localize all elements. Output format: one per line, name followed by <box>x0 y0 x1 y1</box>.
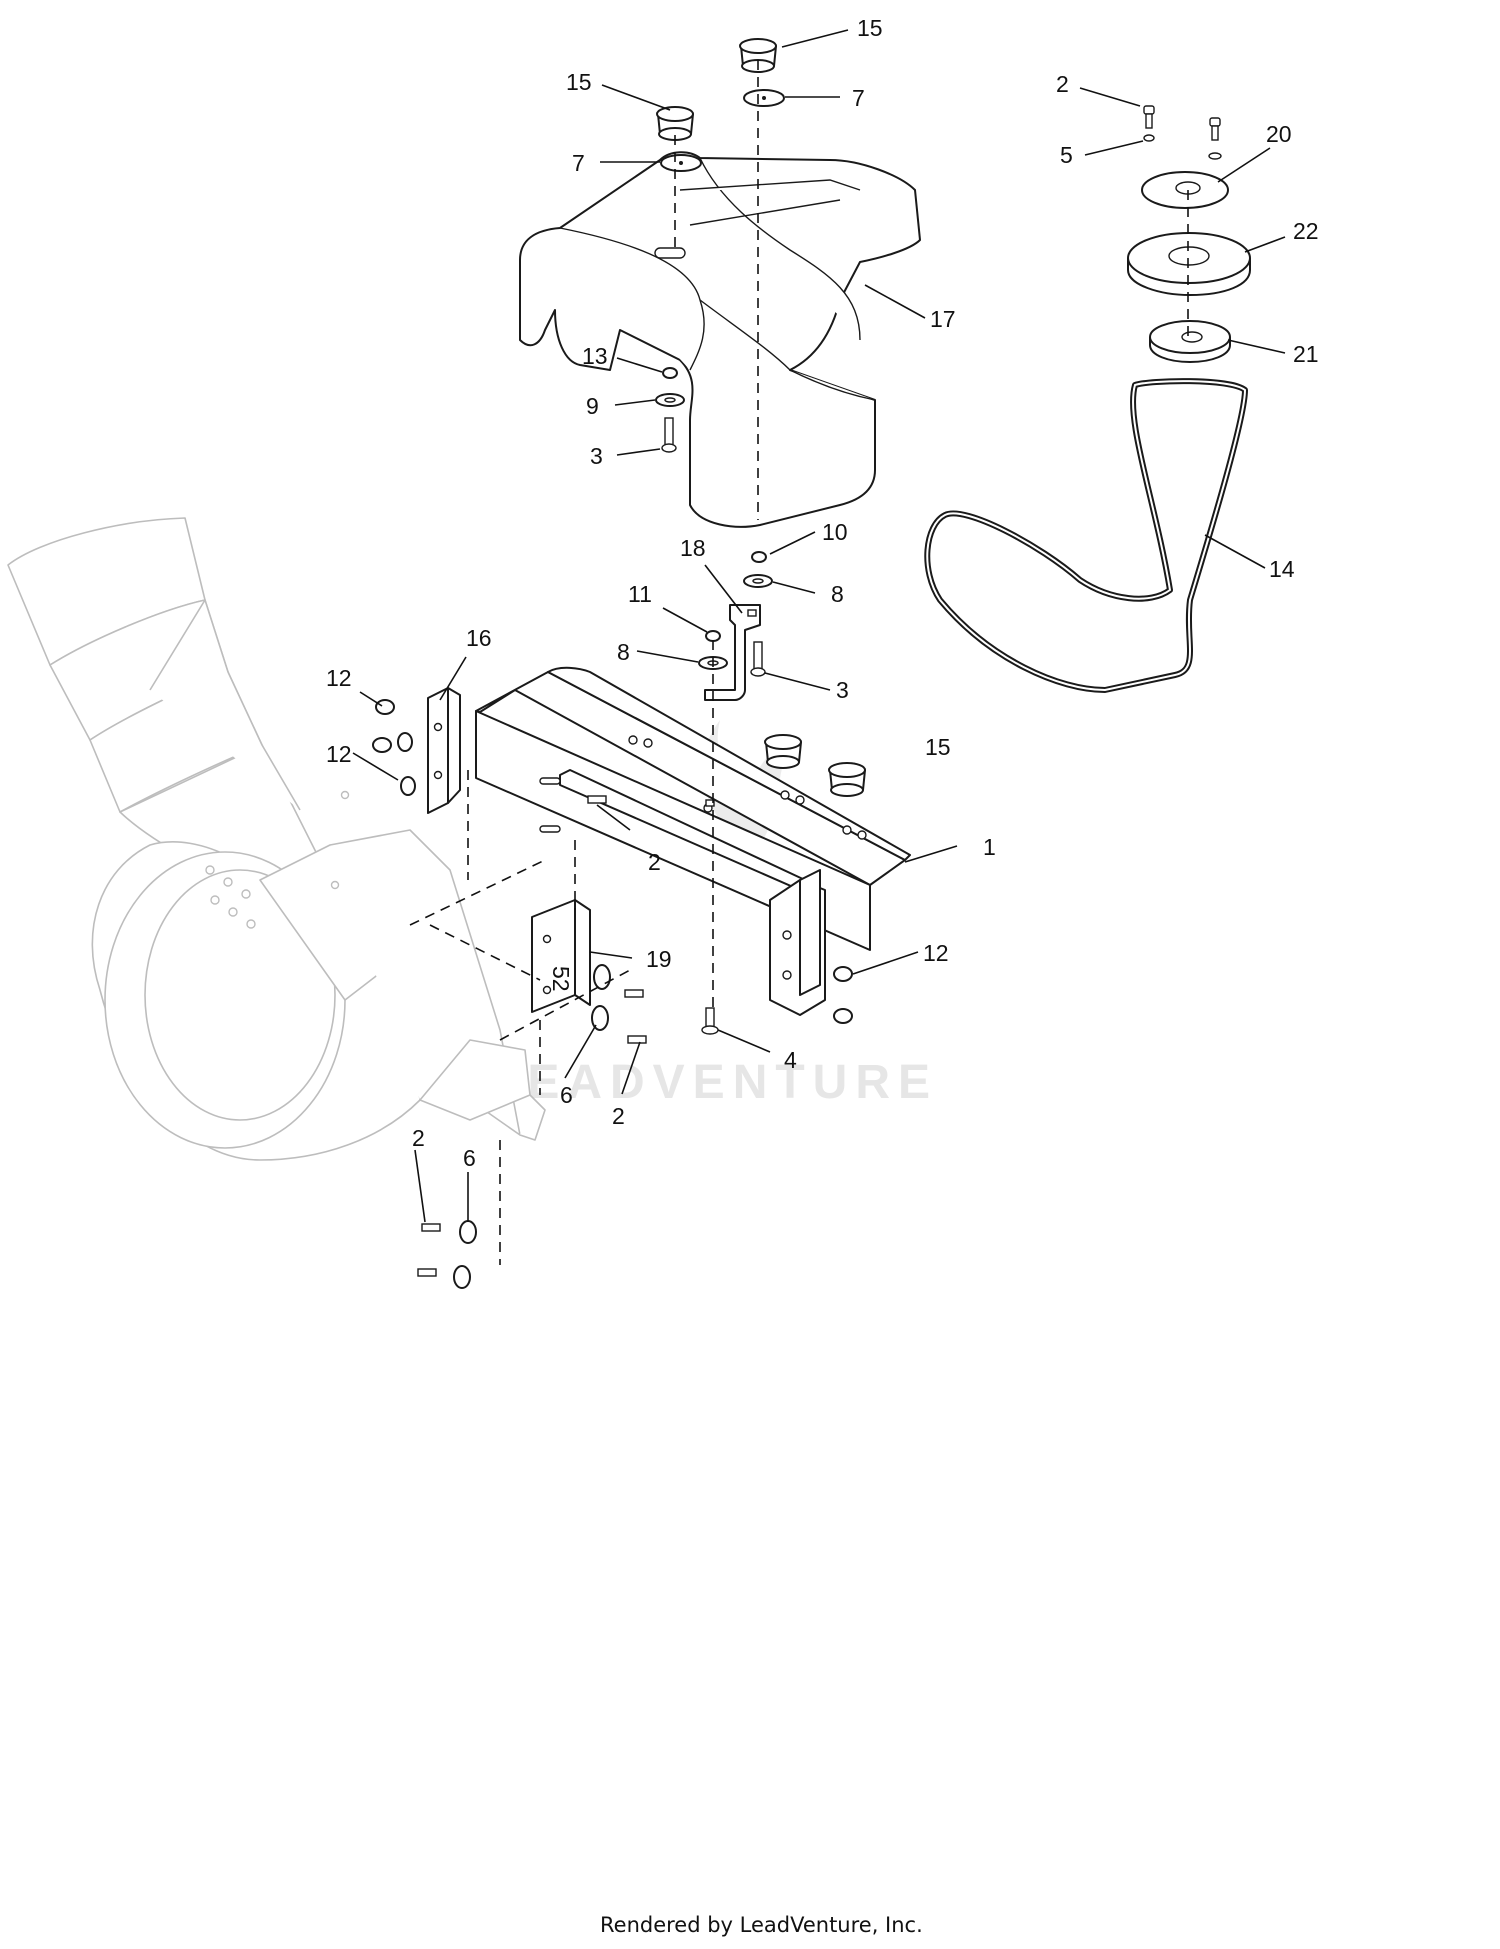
callout-7-top: 7 <box>852 85 865 111</box>
knob-right-a <box>764 734 802 769</box>
callout-18: 18 <box>680 535 706 561</box>
knob-left <box>656 106 694 141</box>
callout-22: 22 <box>1293 218 1319 244</box>
callout-8-right: 8 <box>831 581 844 607</box>
belt-cover <box>519 151 921 528</box>
callout-10: 10 <box>822 519 848 545</box>
callout-16: 16 <box>466 625 492 651</box>
blower-housing <box>7 517 546 1161</box>
callout-9: 9 <box>586 393 599 419</box>
callout-15-right: 15 <box>925 734 951 760</box>
footer-credit: Rendered by LeadVenture, Inc. <box>600 1913 923 1937</box>
callout-2-bracket: 2 <box>648 849 661 875</box>
callout-6-mid: 6 <box>560 1082 573 1108</box>
callout-11: 11 <box>628 581 652 607</box>
callout-3-mid: 3 <box>836 677 849 703</box>
callout-17: 17 <box>930 306 956 332</box>
callout-12-right: 12 <box>923 940 949 966</box>
callout-12-lower: 12 <box>326 741 352 767</box>
callout-3-top: 3 <box>590 443 603 469</box>
callout-7-left: 7 <box>572 150 585 176</box>
callout-12-upper: 12 <box>326 665 352 691</box>
side-plate <box>427 687 461 814</box>
knob-right-b <box>828 762 866 797</box>
callout-5: 5 <box>1060 142 1073 168</box>
callout-8-left: 8 <box>617 639 630 665</box>
callout-1: 1 <box>983 834 996 860</box>
callout-21: 21 <box>1293 341 1319 367</box>
bracket-19: 52 <box>531 899 591 1013</box>
callout-2-lower: 2 <box>412 1125 425 1151</box>
assembly-lines <box>409 60 1189 1265</box>
bolts <box>417 417 766 1277</box>
callout-6-lower: 6 <box>463 1145 476 1171</box>
watermark-text: LEADVENTURE <box>490 1056 938 1109</box>
callout-2-pulley: 2 <box>1056 71 1069 97</box>
v-belt <box>924 378 1248 693</box>
callouts: 15 15 15 7 7 2 5 20 22 21 17 13 9 3 10 1… <box>326 15 1319 1171</box>
callout-15-top: 15 <box>857 15 883 41</box>
bracket-marking: 52 <box>548 966 574 992</box>
callout-20: 20 <box>1266 121 1292 147</box>
nuts <box>372 367 853 1024</box>
callout-14: 14 <box>1269 556 1295 582</box>
callout-15-left: 15 <box>566 69 592 95</box>
callout-13: 13 <box>582 343 608 369</box>
callout-2-mid: 2 <box>612 1103 625 1129</box>
pulley-assembly <box>1127 105 1251 363</box>
callout-4: 4 <box>784 1047 797 1073</box>
bracket-18 <box>704 604 761 701</box>
mounting-bracket <box>475 666 911 1016</box>
leader-lines <box>352 29 1286 1223</box>
callout-19: 19 <box>646 946 672 972</box>
